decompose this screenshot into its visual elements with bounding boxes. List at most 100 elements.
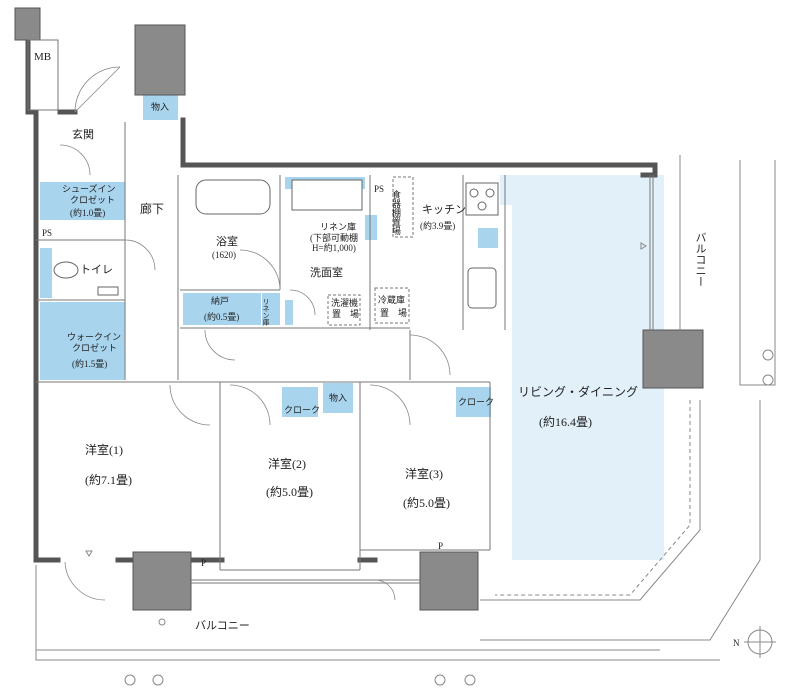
toilet-fill <box>40 248 52 298</box>
balcony-curve-outer <box>480 400 761 641</box>
washroom-counter <box>291 179 363 211</box>
label-washer-1: 洗濯機 <box>331 297 358 308</box>
cloak2-fill <box>282 387 318 417</box>
door-toilet[interactable] <box>124 239 156 271</box>
door-room1[interactable] <box>169 384 211 426</box>
label-western3: 洋室(3) <box>405 466 443 481</box>
label-bath: 浴室 <box>216 234 238 248</box>
label-living: リビング・ダイニング <box>518 384 638 399</box>
door-entrance[interactable] <box>74 66 121 113</box>
washer-side-fill <box>285 300 293 325</box>
label-storage-mid: 物入 <box>329 392 347 403</box>
label-fridge-2: 置 場 <box>380 307 407 318</box>
door-nando[interactable] <box>204 329 236 361</box>
label-nando-size: (約0.5畳) <box>204 311 239 322</box>
label-shoe-closet-2: クロゼット <box>70 194 115 205</box>
label-washroom: 洗面室 <box>310 265 343 279</box>
label-balcony-right: バルコニー <box>694 232 707 287</box>
planter-5 <box>762 349 774 361</box>
dish-place-box <box>392 176 414 238</box>
label-western3-size: (約5.0畳) <box>403 495 450 510</box>
planter-4 <box>464 674 476 686</box>
label-cloak3: クローク <box>458 397 494 407</box>
planter-6 <box>762 374 774 386</box>
label-corridor: 廊下 <box>140 201 164 216</box>
label-toilet: トイレ <box>80 264 113 276</box>
washer-place-box <box>327 294 361 326</box>
column-top-left <box>14 7 41 41</box>
label-living-size: (約16.4畳) <box>539 414 592 429</box>
marker-circle <box>158 618 166 626</box>
door-washroom[interactable] <box>289 289 316 316</box>
label-western1-size: (約7.1畳) <box>85 472 132 487</box>
storage-top-fill <box>143 95 178 120</box>
wall-entrance-right <box>180 117 658 168</box>
label-shoe-closet-1: シューズイン <box>62 183 116 194</box>
toilet-fixture <box>53 261 79 279</box>
balcony-bottom-boundary <box>35 565 720 661</box>
cloak3-fill <box>456 387 491 417</box>
label-washer-2: 置 場 <box>332 308 359 319</box>
label-kitchen: キッチン <box>422 203 466 216</box>
label-linen-1: リネン庫 <box>320 221 356 232</box>
door-balcony-left[interactable] <box>64 561 106 601</box>
label-fridge-1: 冷蔵庫 <box>378 294 405 305</box>
label-shoe-closet-size: (約1.0畳) <box>70 207 105 218</box>
linen-fill <box>365 215 377 240</box>
burner-1 <box>469 188 479 198</box>
planter-1 <box>124 674 136 686</box>
marker-triangle-left <box>85 550 93 557</box>
living-area-highlight-top <box>500 175 628 205</box>
label-walkin-size: (約1.5畳) <box>72 358 107 369</box>
label-storage-top: 物入 <box>151 101 169 112</box>
mb-box <box>27 39 59 111</box>
column-bottom-right <box>419 551 479 611</box>
storage-mid-fill <box>323 383 353 413</box>
label-dish-storage: 食器棚置場 <box>391 189 401 236</box>
bathtub <box>195 179 271 215</box>
door-room2[interactable] <box>229 384 271 426</box>
shoe-closet-fill <box>40 182 125 220</box>
walkin-closet-fill <box>40 302 125 380</box>
label-ps-center: PS <box>374 184 384 194</box>
burner-3 <box>477 201 487 211</box>
column-top <box>134 24 186 96</box>
burner-2 <box>485 188 495 198</box>
label-ps-left: PS <box>42 228 52 238</box>
wall-right-kitchen <box>640 162 658 178</box>
label-western1: 洋室(1) <box>85 442 123 457</box>
label-walkin-2: クロゼット <box>72 342 117 353</box>
label-walkin-1: ウォークイン <box>67 332 121 342</box>
label-linen-3: H=約1,000) <box>312 242 356 253</box>
label-north: N <box>733 638 740 648</box>
nando-fill <box>183 293 261 325</box>
label-western2-size: (約5.0畳) <box>266 484 313 499</box>
living-area-highlight <box>512 175 664 560</box>
balcony-right-boundary <box>739 160 776 386</box>
door-room3[interactable] <box>369 384 411 426</box>
door-kitchen[interactable] <box>409 334 451 376</box>
door-bath[interactable] <box>239 249 281 291</box>
column-bottom-left <box>132 551 192 611</box>
linen-small-fill <box>262 293 280 325</box>
marker-triangle-right <box>640 242 647 250</box>
label-cloak2: クローク <box>284 405 320 415</box>
planter-3 <box>434 674 446 686</box>
label-p-right: P <box>438 541 443 551</box>
label-kitchen-size: (約3.9畳) <box>420 220 455 231</box>
column-right <box>642 329 704 389</box>
label-linen-small: リネン庫 <box>262 298 270 327</box>
label-western2: 洋室(2) <box>268 456 306 471</box>
label-balcony-bottom: バルコニー <box>195 619 250 632</box>
label-bath-size: (1620) <box>212 250 236 260</box>
balcony-curve-inner <box>480 400 701 601</box>
label-nando: 納戸 <box>211 295 229 306</box>
door-corridor[interactable] <box>59 144 91 176</box>
toilet-tank <box>97 286 119 296</box>
label-entrance: 玄関 <box>72 127 94 141</box>
kitchen-sink <box>467 267 497 309</box>
planter-2 <box>152 674 164 686</box>
kitchen-sink-fill <box>478 228 498 248</box>
label-p-left: P <box>201 558 206 568</box>
